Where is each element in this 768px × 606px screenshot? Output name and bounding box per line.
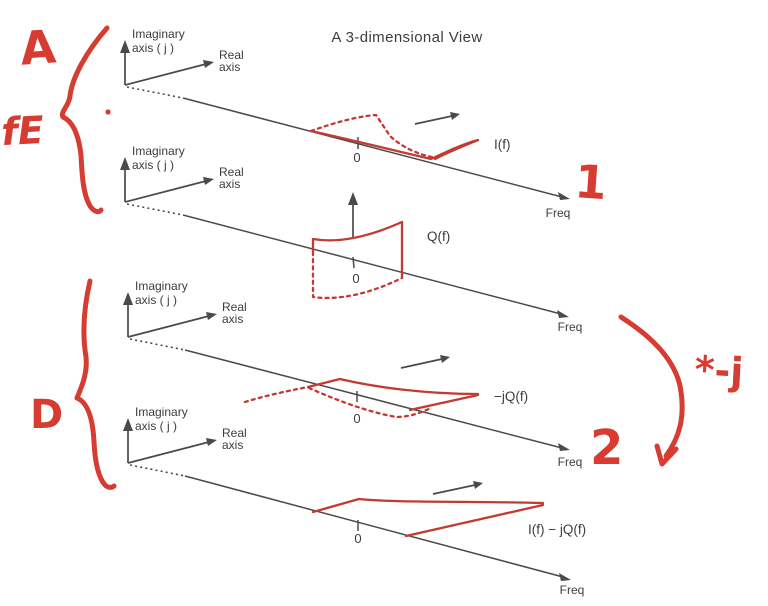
- imaginary-axis-label-2: axis ( j ): [132, 41, 174, 55]
- real-axis-line: [124, 63, 207, 86]
- direction-arrowhead-icon: [450, 112, 460, 120]
- freq-axis-arrowhead-icon: [558, 192, 570, 200]
- imaginary-axis-label: Imaginary: [132, 144, 185, 158]
- curved-arrowhead-icon: [654, 443, 679, 467]
- real-axis-arrowhead-icon: [203, 60, 214, 68]
- real-axis-arrowhead-icon: [203, 177, 214, 185]
- direction-arrowhead-icon: [440, 355, 450, 363]
- panel-combined-spectrum: Imaginary axis ( j ) Real axis Freq 0 I(…: [123, 405, 586, 597]
- spectrum-curve: [311, 497, 545, 538]
- annotation-letter-a: A: [18, 19, 58, 75]
- freq-axis-label: Freq: [560, 583, 585, 597]
- direction-arrow-line: [432, 484, 476, 495]
- diagram-title: A 3-dimensional View: [331, 29, 482, 46]
- freq-axis-hidden-segment: [126, 86, 184, 99]
- real-axis-line: [127, 441, 210, 464]
- freq-axis-arrowhead-icon: [558, 443, 570, 451]
- annotation-letter-d: D: [30, 392, 63, 438]
- spectrum-label: −jQ(f): [494, 389, 528, 404]
- freq-axis-line: [182, 214, 562, 315]
- freq-axis-line: [184, 349, 563, 449]
- freq-axis-arrowhead-icon: [559, 573, 571, 581]
- zero-label: 0: [352, 271, 359, 286]
- direction-arrowhead-icon: [473, 481, 483, 489]
- real-axis-label: Real: [219, 48, 244, 62]
- spectrum-label: I(f): [494, 137, 511, 152]
- curved-arrow-line: [618, 314, 685, 459]
- imaginary-axis-label: Imaginary: [132, 27, 185, 41]
- real-axis-label-2: axis: [219, 60, 240, 74]
- annotation-number-2: 2: [590, 420, 623, 476]
- freq-axis-hidden-segment: [129, 464, 186, 477]
- direction-arrow-line: [414, 115, 453, 125]
- brace-bottom-pair: [74, 278, 117, 490]
- panel-quadrature-spectrum: Imaginary axis ( j ) Real axis Freq 0 Q(…: [120, 144, 582, 334]
- annotation-number-1: 1: [573, 154, 609, 210]
- imaginary-axis-arrowhead-icon: [123, 418, 133, 431]
- imaginary-axis-arrowhead-icon: [120, 40, 130, 53]
- up-arrowhead-icon: [348, 192, 358, 205]
- freq-axis-label: Freq: [558, 455, 583, 469]
- handwritten-annotations: A fE D 1 2 *-j: [0, 19, 745, 490]
- real-axis-line: [127, 315, 210, 338]
- spectrum-curve-hidden: [309, 113, 439, 160]
- zero-label: 0: [353, 411, 360, 426]
- freq-axis-line: [184, 475, 564, 578]
- panel-rotated-quadrature-spectrum: Imaginary axis ( j ) Real axis Freq 0 −j…: [123, 279, 582, 469]
- direction-arrow-line: [400, 358, 443, 369]
- real-axis-label: Real: [222, 426, 247, 440]
- brace-top-pair: [59, 25, 110, 215]
- spectrum-curve: [306, 377, 480, 412]
- zero-tick: [352, 256, 355, 269]
- imaginary-axis-label: Imaginary: [135, 279, 188, 293]
- annotation-operation: *-j: [694, 347, 745, 393]
- freq-axis-hidden-segment: [126, 203, 184, 216]
- real-axis-label: Real: [222, 300, 247, 314]
- spectrum-label: I(f) − jQ(f): [528, 522, 586, 537]
- spectrum-curve: [311, 220, 404, 279]
- spectrum-curve-hidden: [243, 385, 433, 419]
- imaginary-axis-label-2: axis ( j ): [135, 419, 177, 433]
- panel-in-phase-spectrum: Imaginary axis ( j ) Real axis Freq 0 I(…: [120, 27, 570, 220]
- real-axis-label-2: axis: [222, 312, 243, 326]
- real-axis-line: [124, 180, 207, 203]
- spectrum-curve: [309, 129, 480, 161]
- real-axis-label-2: axis: [222, 438, 243, 452]
- red-dot: [105, 109, 111, 115]
- real-axis-arrowhead-icon: [206, 312, 217, 320]
- spectrum-label: Q(f): [427, 229, 450, 244]
- freq-axis-arrowhead-icon: [557, 310, 569, 318]
- imaginary-axis-arrowhead-icon: [120, 157, 130, 170]
- annotation-letter-fe: fE: [0, 108, 45, 154]
- real-axis-label-2: axis: [219, 177, 240, 191]
- real-axis-label: Real: [219, 165, 244, 179]
- freq-axis-label: Freq: [546, 206, 571, 220]
- zero-label: 0: [354, 531, 361, 546]
- spectrum-curve-hidden: [311, 250, 404, 300]
- freq-axis-hidden-segment: [129, 338, 186, 351]
- imaginary-axis-arrowhead-icon: [123, 292, 133, 305]
- imaginary-axis-label-2: axis ( j ): [132, 158, 174, 172]
- freq-axis-line: [182, 97, 563, 198]
- imaginary-axis-label: Imaginary: [135, 405, 188, 419]
- freq-axis-label: Freq: [558, 320, 583, 334]
- imaginary-axis-label-2: axis ( j ): [135, 293, 177, 307]
- real-axis-arrowhead-icon: [206, 438, 217, 446]
- zero-label: 0: [353, 150, 360, 165]
